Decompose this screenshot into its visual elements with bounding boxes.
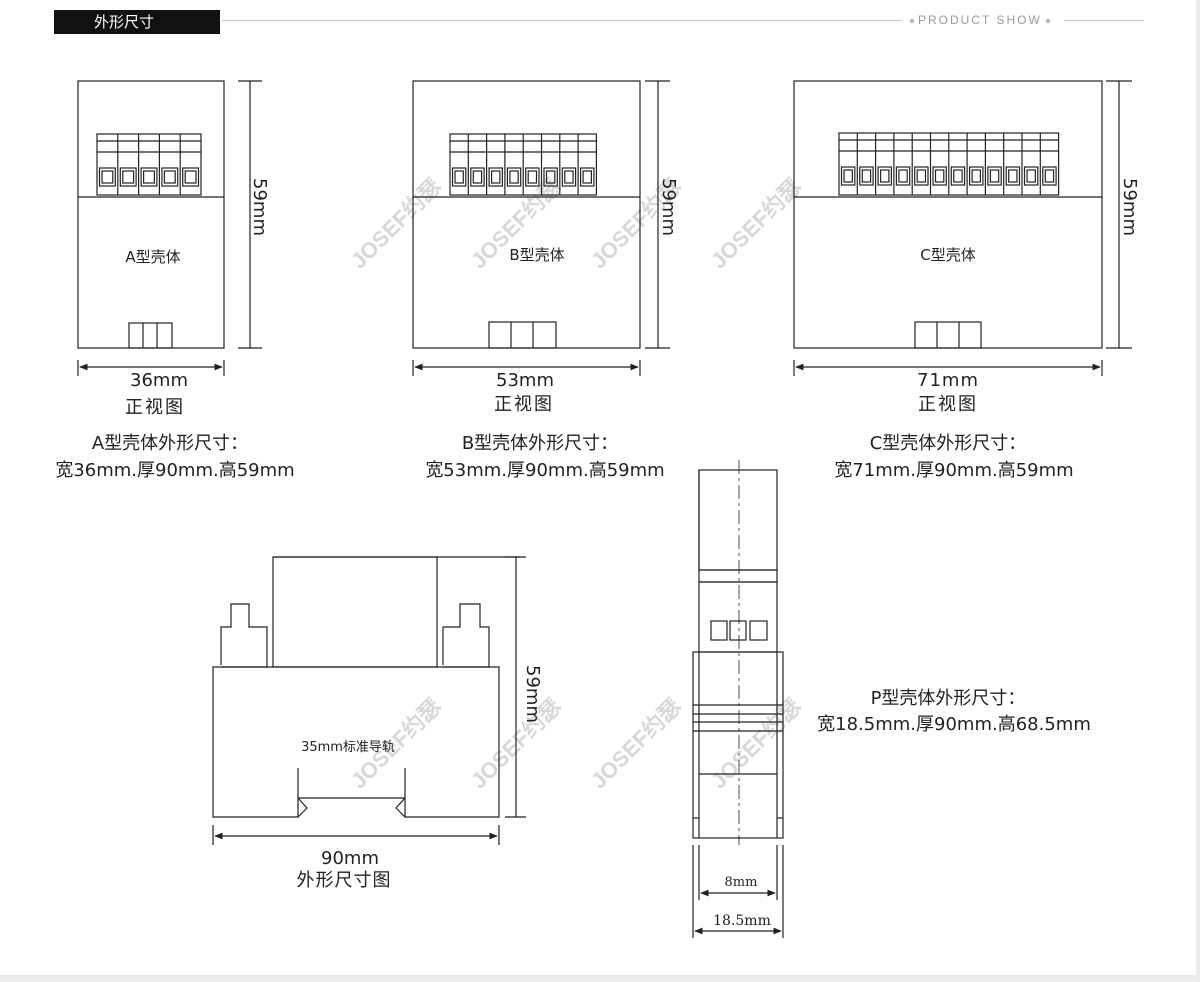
product-show-label: PRODUCT SHOW xyxy=(906,13,1054,27)
b-view-caption: 正视图 xyxy=(494,394,554,415)
p-spec-title: P型壳体外形尺寸： xyxy=(871,688,1026,709)
a-view-caption: 正视图 xyxy=(125,397,185,418)
terminal-slot xyxy=(561,167,577,187)
terminal-slot xyxy=(914,166,929,186)
terminal-slot xyxy=(895,166,911,186)
terminal-slot xyxy=(1023,166,1039,186)
side-view xyxy=(212,556,526,845)
b-spec-title: B型壳体外形尺寸： xyxy=(462,433,618,454)
a-spec-title: A型壳体外形尺寸： xyxy=(92,433,248,454)
p-spec: 宽18.5mm.厚90mm.高68.5mm xyxy=(817,714,1091,735)
terminal-slot xyxy=(525,167,540,187)
watermark: JOSEF约瑟 xyxy=(586,694,686,794)
rail-label: 35mm标准导轨 xyxy=(301,740,395,755)
terminal-slot xyxy=(543,167,558,187)
c-front-view xyxy=(793,80,1132,376)
terminal-slot xyxy=(877,166,892,186)
terminal-slot xyxy=(470,167,485,187)
a-spec: 宽36mm.厚90mm.高59mm xyxy=(55,460,294,481)
dot-icon xyxy=(1045,18,1050,23)
a-height-label: 59mm xyxy=(249,178,270,236)
terminal-slot xyxy=(987,166,1002,186)
c-housing-label: C型壳体 xyxy=(920,246,975,264)
terminal-slot xyxy=(161,167,179,187)
b-front-view xyxy=(412,80,670,376)
side-width-label: 90mm xyxy=(321,848,379,869)
a-terminals xyxy=(96,133,202,196)
terminal-slot xyxy=(140,167,158,187)
terminal-slot xyxy=(579,167,595,187)
page-bottom-edge xyxy=(0,975,1200,982)
terminal-slot xyxy=(859,166,874,186)
watermark: JOSEF约瑟 xyxy=(706,174,806,274)
terminal-slot xyxy=(98,167,116,187)
c-height-label: 59mm xyxy=(1119,178,1140,236)
c-terminals xyxy=(838,132,1060,196)
a-front-view xyxy=(77,80,262,376)
terminal-slot xyxy=(968,166,984,186)
terminal-slot xyxy=(840,166,856,186)
header-rule xyxy=(222,20,902,21)
page-right-edge xyxy=(1196,0,1200,982)
terminal-slot xyxy=(488,167,504,187)
terminal-slot xyxy=(119,167,137,187)
c-spec: 宽71mm.厚90mm.高59mm xyxy=(834,460,1073,481)
watermarks: JOSEF约瑟 JOSEF约瑟 JOSEF约瑟 JOSEF约瑟 JOSEF约瑟 … xyxy=(346,174,806,794)
terminal-slot xyxy=(1005,166,1021,186)
b-terminals xyxy=(449,133,597,196)
terminal-slot xyxy=(950,166,966,186)
b-housing-label: B型壳体 xyxy=(509,246,564,264)
b-height-label: 59mm xyxy=(658,178,679,236)
c-width-label: 71mm xyxy=(917,370,979,391)
b-spec: 宽53mm.厚90mm.高59mm xyxy=(425,460,664,481)
dot-icon xyxy=(910,18,914,23)
section-title: 外形尺寸 xyxy=(54,10,220,34)
terminal-slot xyxy=(451,167,467,187)
p-outer-width-label: 18.5mm xyxy=(713,913,771,929)
terminal-strip xyxy=(96,133,202,196)
product-show-text: PRODUCT SHOW xyxy=(918,13,1042,27)
side-height-label: 59mm xyxy=(522,665,543,723)
p-inner-width-label: 8mm xyxy=(725,875,758,890)
terminal-slot xyxy=(1042,166,1057,186)
side-caption: 外形尺寸图 xyxy=(297,870,392,891)
p-type-view xyxy=(692,460,784,938)
header-rule-right xyxy=(1064,20,1144,21)
watermark: JOSEF约瑟 xyxy=(706,694,806,794)
a-housing-label: A型壳体 xyxy=(125,248,180,266)
c-view-caption: 正视图 xyxy=(918,394,978,415)
b-width-label: 53mm xyxy=(496,370,554,391)
terminal-slot xyxy=(506,167,522,187)
watermark: JOSEF约瑟 xyxy=(346,174,446,274)
a-width-label: 36mm xyxy=(130,370,188,391)
terminal-slot xyxy=(932,166,947,186)
terminal-slot xyxy=(182,167,200,187)
c-spec-title: C型壳体外形尺寸： xyxy=(870,433,1027,454)
